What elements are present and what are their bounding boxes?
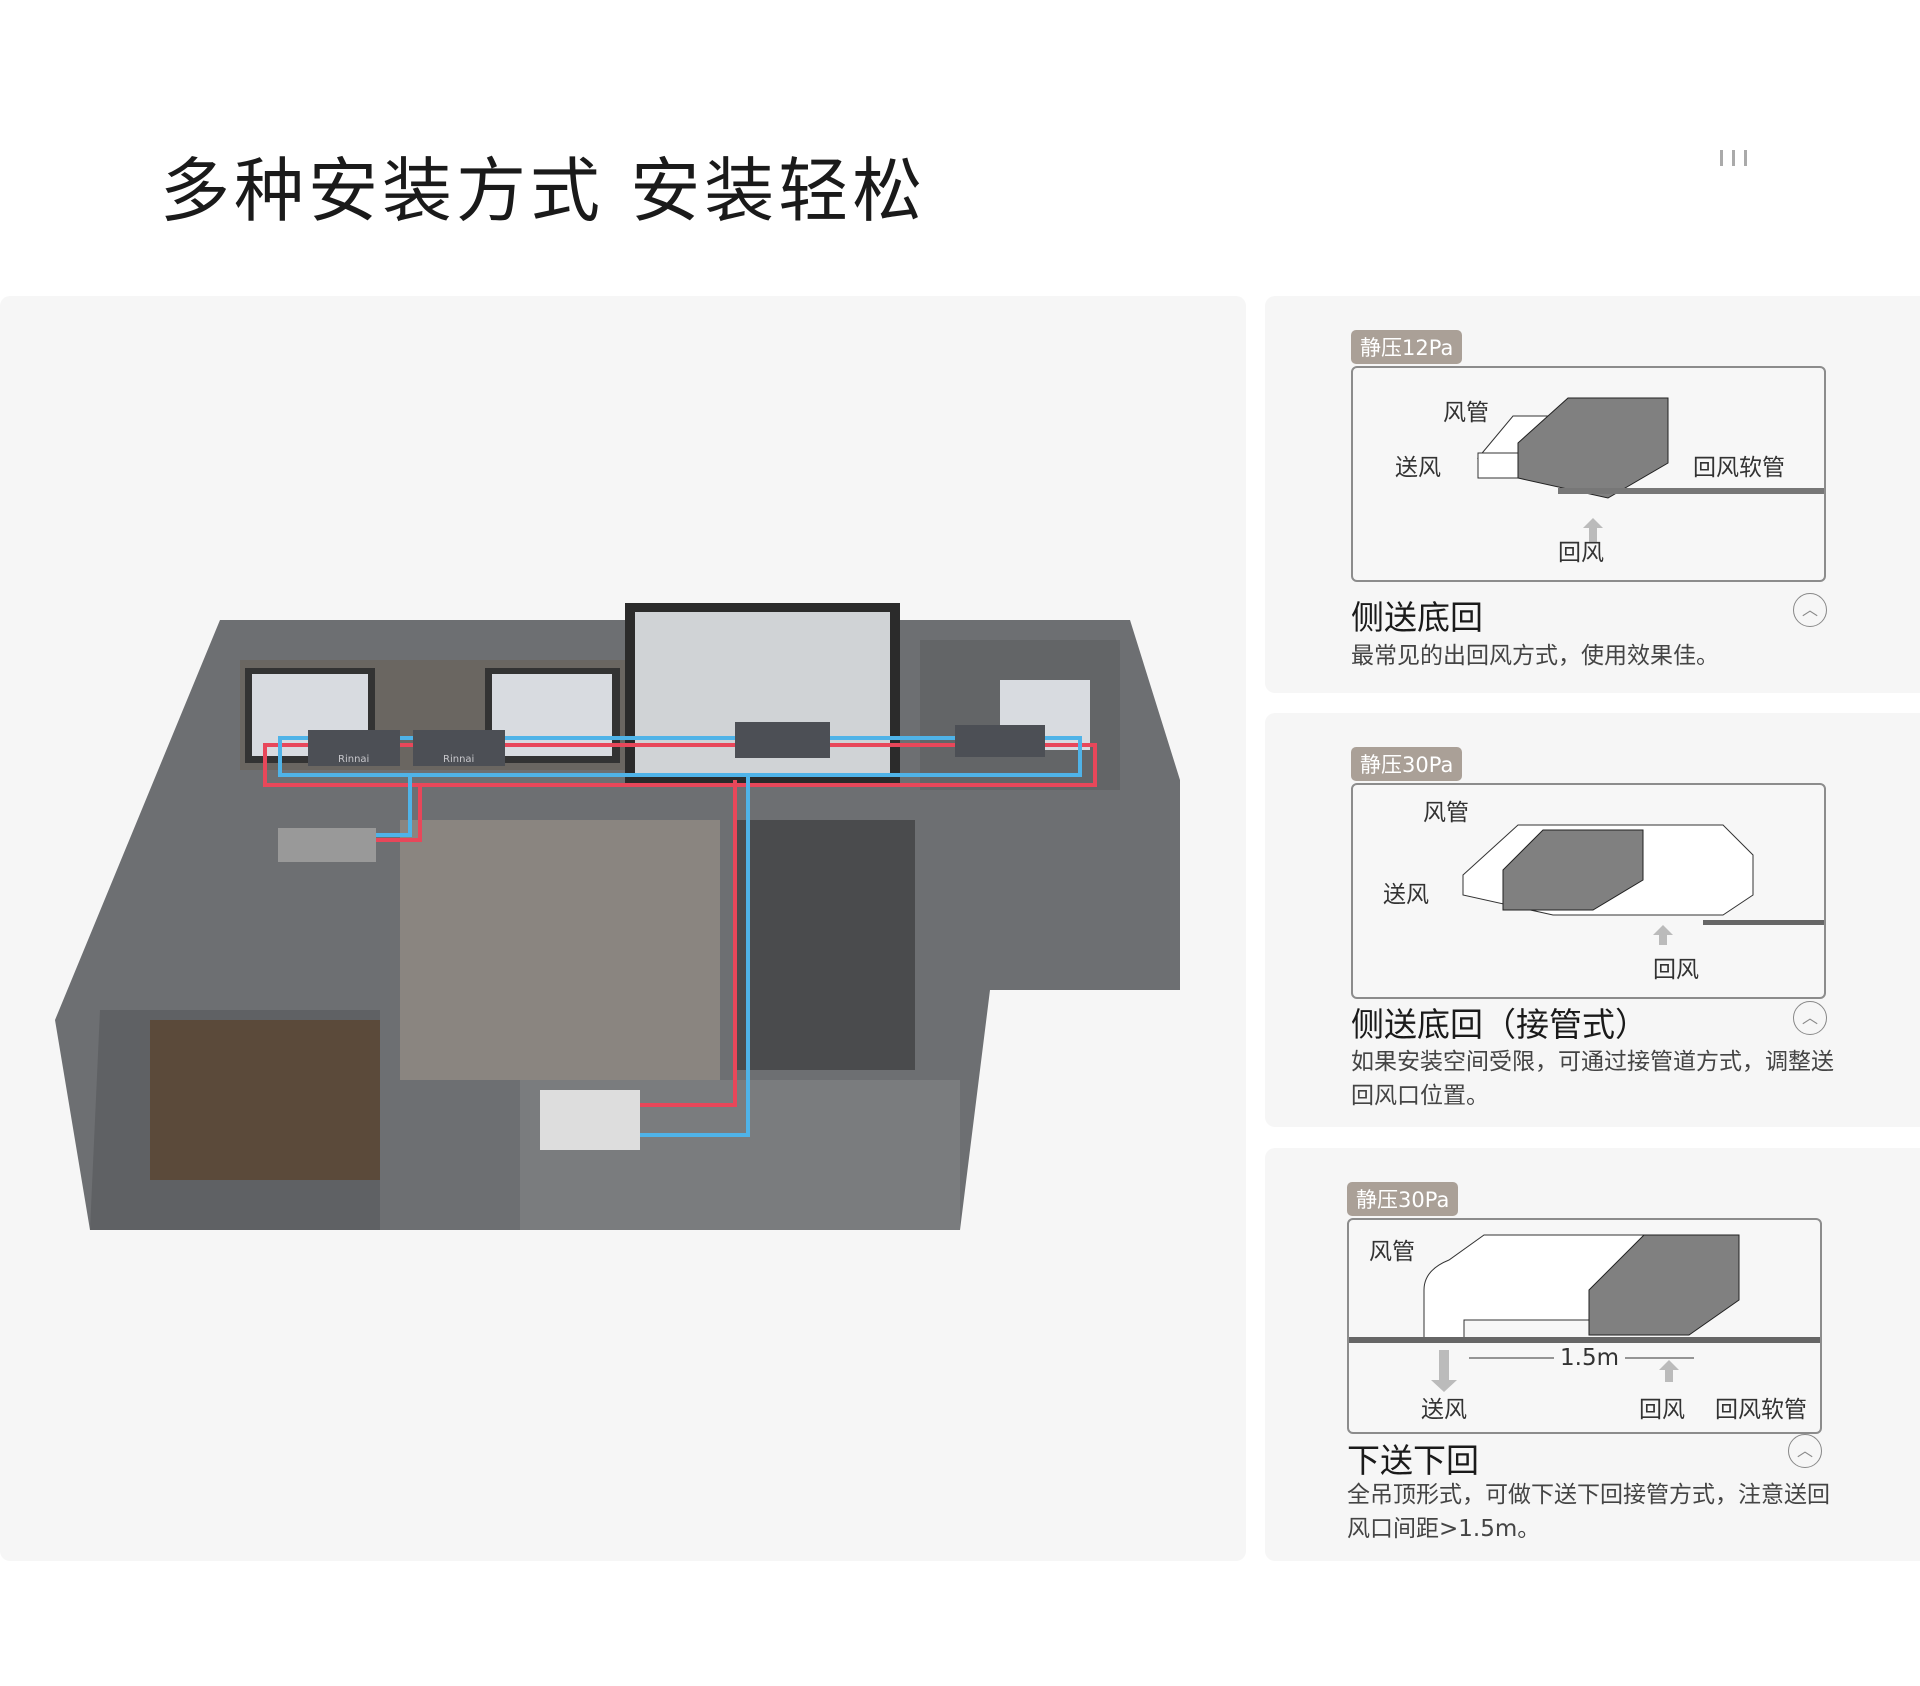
static-pressure-tag: 静压12Pa (1351, 330, 1463, 364)
floor-plan-graphic: Rinnai Rinnai (55, 603, 1180, 1230)
return-label: 回风 (1653, 957, 1699, 983)
indoor-unit (278, 828, 376, 862)
return-label: 回风 (1558, 540, 1604, 566)
card-side-supply-bottom-return: 静压12Pa 风管 送风 回风软管 回风 侧送底回 最常见的出回风方式，使用效果… (1265, 296, 1920, 693)
duct-label: 风管 (1443, 400, 1489, 426)
floor-plan-illustration: Rinnai Rinnai (0, 296, 1246, 1561)
collapse-chevron-icon[interactable]: ︿ (1793, 1001, 1827, 1035)
page-title: 多种安装方式 安装轻松 (160, 150, 927, 232)
install-diagram: 风管 送风 回风 (1351, 783, 1826, 999)
supply-label: 送风 (1383, 882, 1429, 908)
collapse-chevron-icon[interactable]: ︿ (1793, 593, 1827, 627)
duct-unit-drawing (1349, 1234, 1820, 1392)
duct-label: 风管 (1423, 800, 1469, 826)
unit-brand-label: Rinnai (338, 754, 369, 765)
duct-label: 风管 (1369, 1239, 1415, 1265)
return-label: 回风 (1639, 1397, 1685, 1423)
indoor-unit (955, 725, 1045, 757)
card-title: 侧送底回（接管式） (1351, 1005, 1648, 1044)
card-title: 下送下回 (1347, 1441, 1479, 1480)
static-pressure-tag: 静压30Pa (1347, 1182, 1459, 1216)
indoor-unit (413, 730, 505, 766)
supply-label: 送风 (1421, 1397, 1467, 1423)
static-pressure-tag: 静压30Pa (1351, 747, 1463, 781)
card-desc: 全吊顶形式，可做下送下回接管方式，注意送回风口间距>1.5m。 (1347, 1482, 1830, 1542)
unit-brand-label: Rinnai (443, 754, 474, 765)
duct-unit-drawing (1462, 824, 1824, 945)
indoor-unit (308, 730, 400, 766)
return-hose-label: 回风软管 (1715, 1397, 1807, 1423)
distance-label: 1.5m (1554, 1345, 1625, 1371)
install-diagram: 风管 1.5m 送风 回风 回风软管 (1347, 1218, 1822, 1434)
indoor-unit (735, 722, 830, 758)
menu-icon[interactable] (1720, 150, 1756, 168)
card-bottom-supply-bottom-return: 静压30Pa 风管 1.5m 送风 回风 回风软管 下送下回 全吊顶形式，可做下… (1265, 1148, 1920, 1561)
card-side-supply-bottom-return-ducted: 静压30Pa 风管 送风 回风 侧送底回（接管式） 如果安装空间受限，可通过接管… (1265, 713, 1920, 1127)
card-desc: 如果安装空间受限，可通过接管道方式，调整送回风口位置。 (1351, 1049, 1834, 1109)
return-hose-label: 回风软管 (1693, 455, 1785, 481)
card-title: 侧送底回 (1351, 598, 1483, 637)
install-diagram: 风管 送风 回风软管 回风 (1351, 366, 1826, 582)
collapse-chevron-icon[interactable]: ︿ (1788, 1434, 1822, 1468)
duct-unit-drawing (1476, 397, 1824, 543)
card-desc: 最常见的出回风方式，使用效果佳。 (1351, 643, 1719, 669)
supply-label: 送风 (1395, 455, 1441, 481)
